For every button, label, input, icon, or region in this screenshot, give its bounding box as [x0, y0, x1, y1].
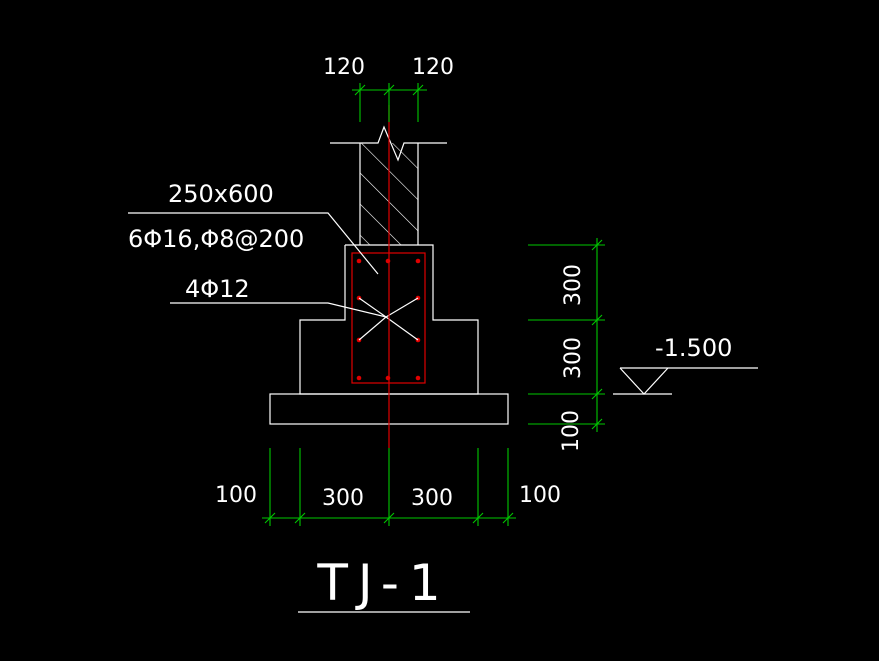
- beam-rebar-label: 6Φ16,Φ8@200: [128, 225, 304, 253]
- right-dim-3: 100: [559, 410, 584, 452]
- bottom-dim-2: 300: [322, 486, 364, 511]
- beam-size-label: 250x600: [168, 180, 274, 208]
- dimension-texts: 120 120 100 300 300 100 300 300 100: [215, 55, 586, 511]
- annotation-leaders: [128, 212, 387, 318]
- right-dim-2: 300: [561, 337, 586, 379]
- note-texts: 250x600 6Φ16,Φ8@200 4Φ12 -1.500: [128, 180, 732, 362]
- bottom-dim-4: 100: [519, 483, 561, 508]
- drawing-title: TJ-1: [316, 554, 450, 612]
- top-dim-left: 120: [323, 55, 365, 80]
- bottom-dim-1: 100: [215, 483, 257, 508]
- middle-rebar-label: 4Φ12: [185, 275, 250, 303]
- dimension-lines: [262, 83, 605, 526]
- elevation-symbol: [613, 367, 758, 395]
- bottom-dim-3: 300: [411, 486, 453, 511]
- right-dim-1: 300: [561, 264, 586, 306]
- level-label: -1.500: [655, 334, 732, 362]
- top-dim-right: 120: [412, 55, 454, 80]
